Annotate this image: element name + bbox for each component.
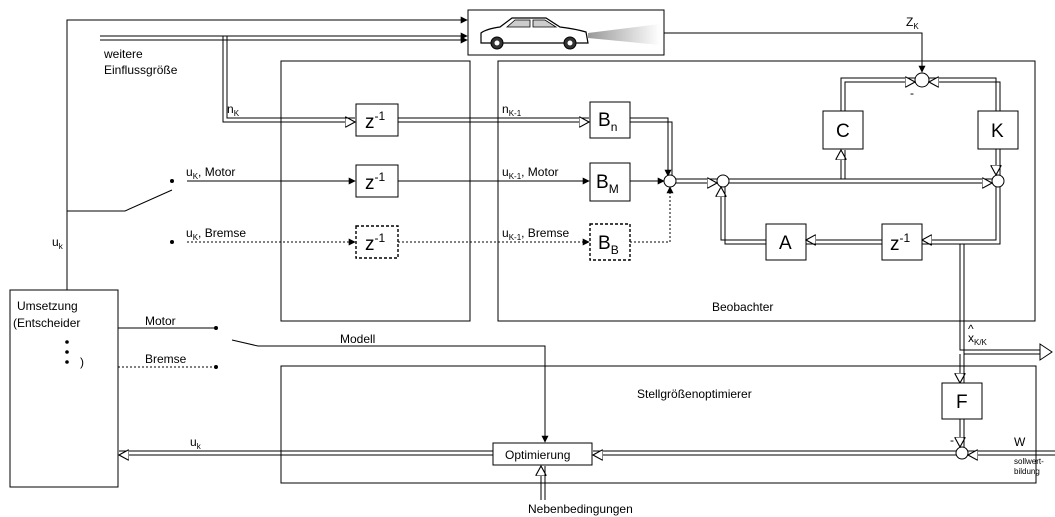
a-text: A bbox=[779, 233, 792, 254]
sum-junction-b bbox=[664, 175, 676, 187]
beobachter-region bbox=[498, 61, 1035, 321]
label-weitere: weitere bbox=[103, 47, 143, 61]
setpoint-junction bbox=[956, 447, 968, 459]
label-zk: ZK bbox=[906, 15, 919, 31]
label-w: W bbox=[1014, 435, 1026, 449]
sum-junction-state bbox=[717, 175, 729, 187]
label-sollwert: sollwert- bbox=[1014, 457, 1044, 466]
umsetzung-text-3: ) bbox=[80, 355, 84, 369]
label-motor: Motor bbox=[145, 314, 176, 328]
k-text: K bbox=[991, 121, 1004, 142]
label-uk-motor: uK, Motor bbox=[186, 165, 235, 181]
c-text: C bbox=[836, 121, 850, 142]
sum-junction-correction bbox=[992, 175, 1004, 187]
label-modell: Modell bbox=[340, 332, 375, 346]
label-bremse: Bremse bbox=[145, 352, 187, 366]
stellgroessenoptimierer-region bbox=[281, 366, 1036, 483]
f-text: F bbox=[956, 392, 968, 413]
label-uk-left: uk bbox=[52, 235, 64, 251]
label-uk-bremse: uK, Bremse bbox=[186, 226, 246, 242]
label-nk: nK bbox=[227, 102, 240, 118]
label-nebenbedingungen: Nebenbedingungen bbox=[528, 502, 633, 516]
label-stellgroessenoptimierer: Stellgrößenoptimierer bbox=[637, 387, 752, 401]
minus-sign-2: - bbox=[950, 433, 954, 447]
label-bildung: bildung bbox=[1014, 467, 1040, 476]
optimierung-text: Optimierung bbox=[505, 448, 570, 462]
label-einflussgroesse: Einflussgröße bbox=[104, 63, 178, 77]
umsetzung-text-2: (Entscheider bbox=[13, 316, 80, 330]
compare-junction bbox=[915, 73, 929, 87]
svg-text:^: ^ bbox=[968, 322, 974, 336]
label-xhat: xK/K ^ bbox=[968, 322, 988, 347]
label-beobachter: Beobachter bbox=[712, 300, 773, 314]
minus-sign-1: - bbox=[910, 86, 914, 100]
label-uk-bottom: uk bbox=[190, 435, 202, 451]
umsetzung-text-1: Umsetzung bbox=[17, 299, 78, 313]
